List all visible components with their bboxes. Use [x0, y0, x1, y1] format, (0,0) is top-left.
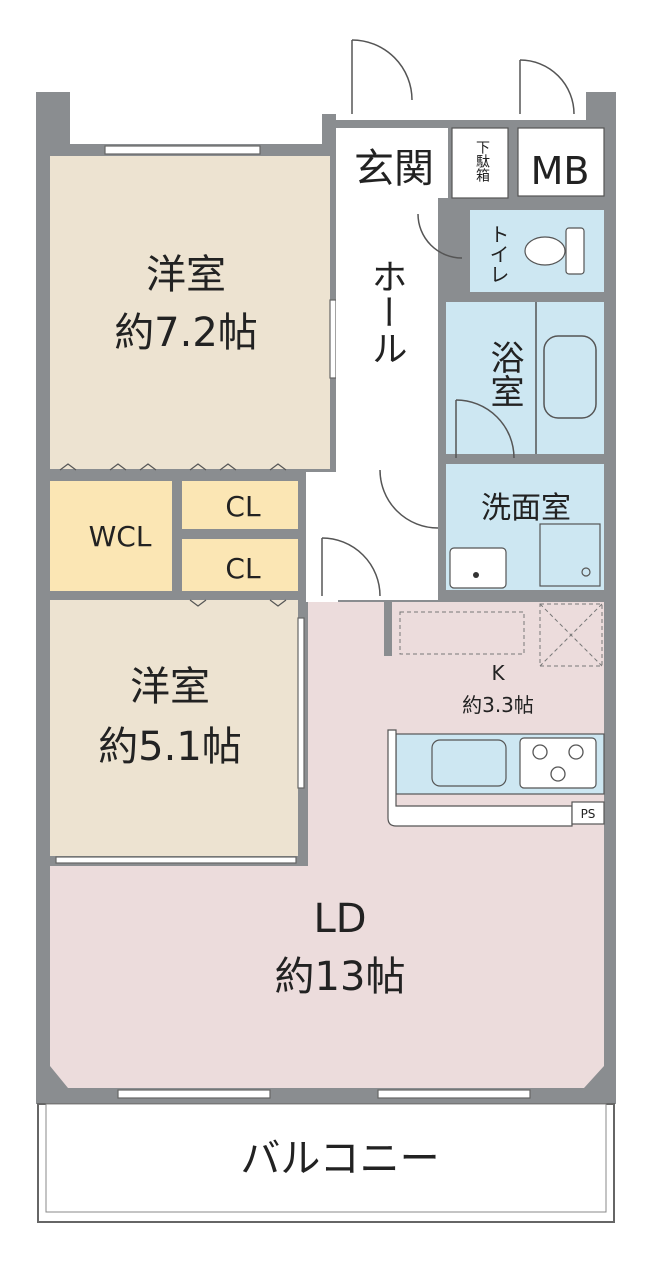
balcony: バルコニー: [37, 1103, 615, 1223]
shoe-box: 下駄箱: [451, 127, 509, 199]
pipe-space-label: PS: [581, 807, 596, 821]
entrance: 玄関: [336, 39, 448, 198]
kitchen-size: 約3.3帖: [462, 693, 534, 717]
toilet-label: トイレ: [486, 224, 510, 284]
entrance-label: 玄関: [354, 146, 434, 192]
western-room-1-size: 約7.2帖: [114, 310, 258, 356]
western-room-2-name: 洋室: [130, 664, 210, 710]
bathtub-icon: [543, 335, 597, 419]
toilet: トイレ: [417, 210, 604, 292]
stove-icon: [519, 737, 597, 789]
toilet-icon: [565, 227, 585, 275]
kitchen: K 約3.3帖: [384, 600, 605, 827]
bathroom-label: 浴室: [484, 340, 524, 408]
sink-icon: [449, 547, 507, 589]
meter-box: MB: [517, 59, 605, 197]
bathroom: 浴室: [446, 302, 604, 459]
kitchen-name: K: [491, 661, 505, 685]
hall-label: ホール: [366, 258, 407, 366]
pipe-space: PS: [571, 801, 605, 825]
closet-2: CL: [182, 539, 298, 591]
ld-size: 約13帖: [275, 954, 406, 1000]
closet-2-label: CL: [225, 552, 261, 585]
washroom: 洗面室: [446, 464, 604, 590]
walk-in-closet-label: WCL: [89, 520, 152, 553]
closet-1: CL: [182, 481, 298, 529]
western-room-2-size: 約5.1帖: [98, 724, 242, 770]
balcony-label: バルコニー: [240, 1136, 439, 1182]
western-room-1-name: 洋室: [146, 252, 226, 298]
washroom-label: 洗面室: [481, 491, 571, 526]
hall: ホール: [306, 198, 439, 602]
western-room-1: 洋室 約7.2帖: [50, 145, 337, 469]
window-room1: [104, 145, 261, 155]
ld-name: LD: [313, 896, 366, 942]
walk-in-closet: WCL: [50, 481, 172, 591]
meter-box-label: MB: [531, 149, 590, 193]
closet-1-label: CL: [225, 490, 261, 523]
washer-icon: [539, 523, 601, 587]
window-ld-2: [377, 1089, 531, 1099]
western-room-2: 洋室 約5.1帖: [50, 600, 305, 856]
window-ld-1: [117, 1089, 271, 1099]
shoe-box-label: 下駄箱: [474, 140, 490, 182]
kitchen-sink-icon: [431, 739, 507, 787]
